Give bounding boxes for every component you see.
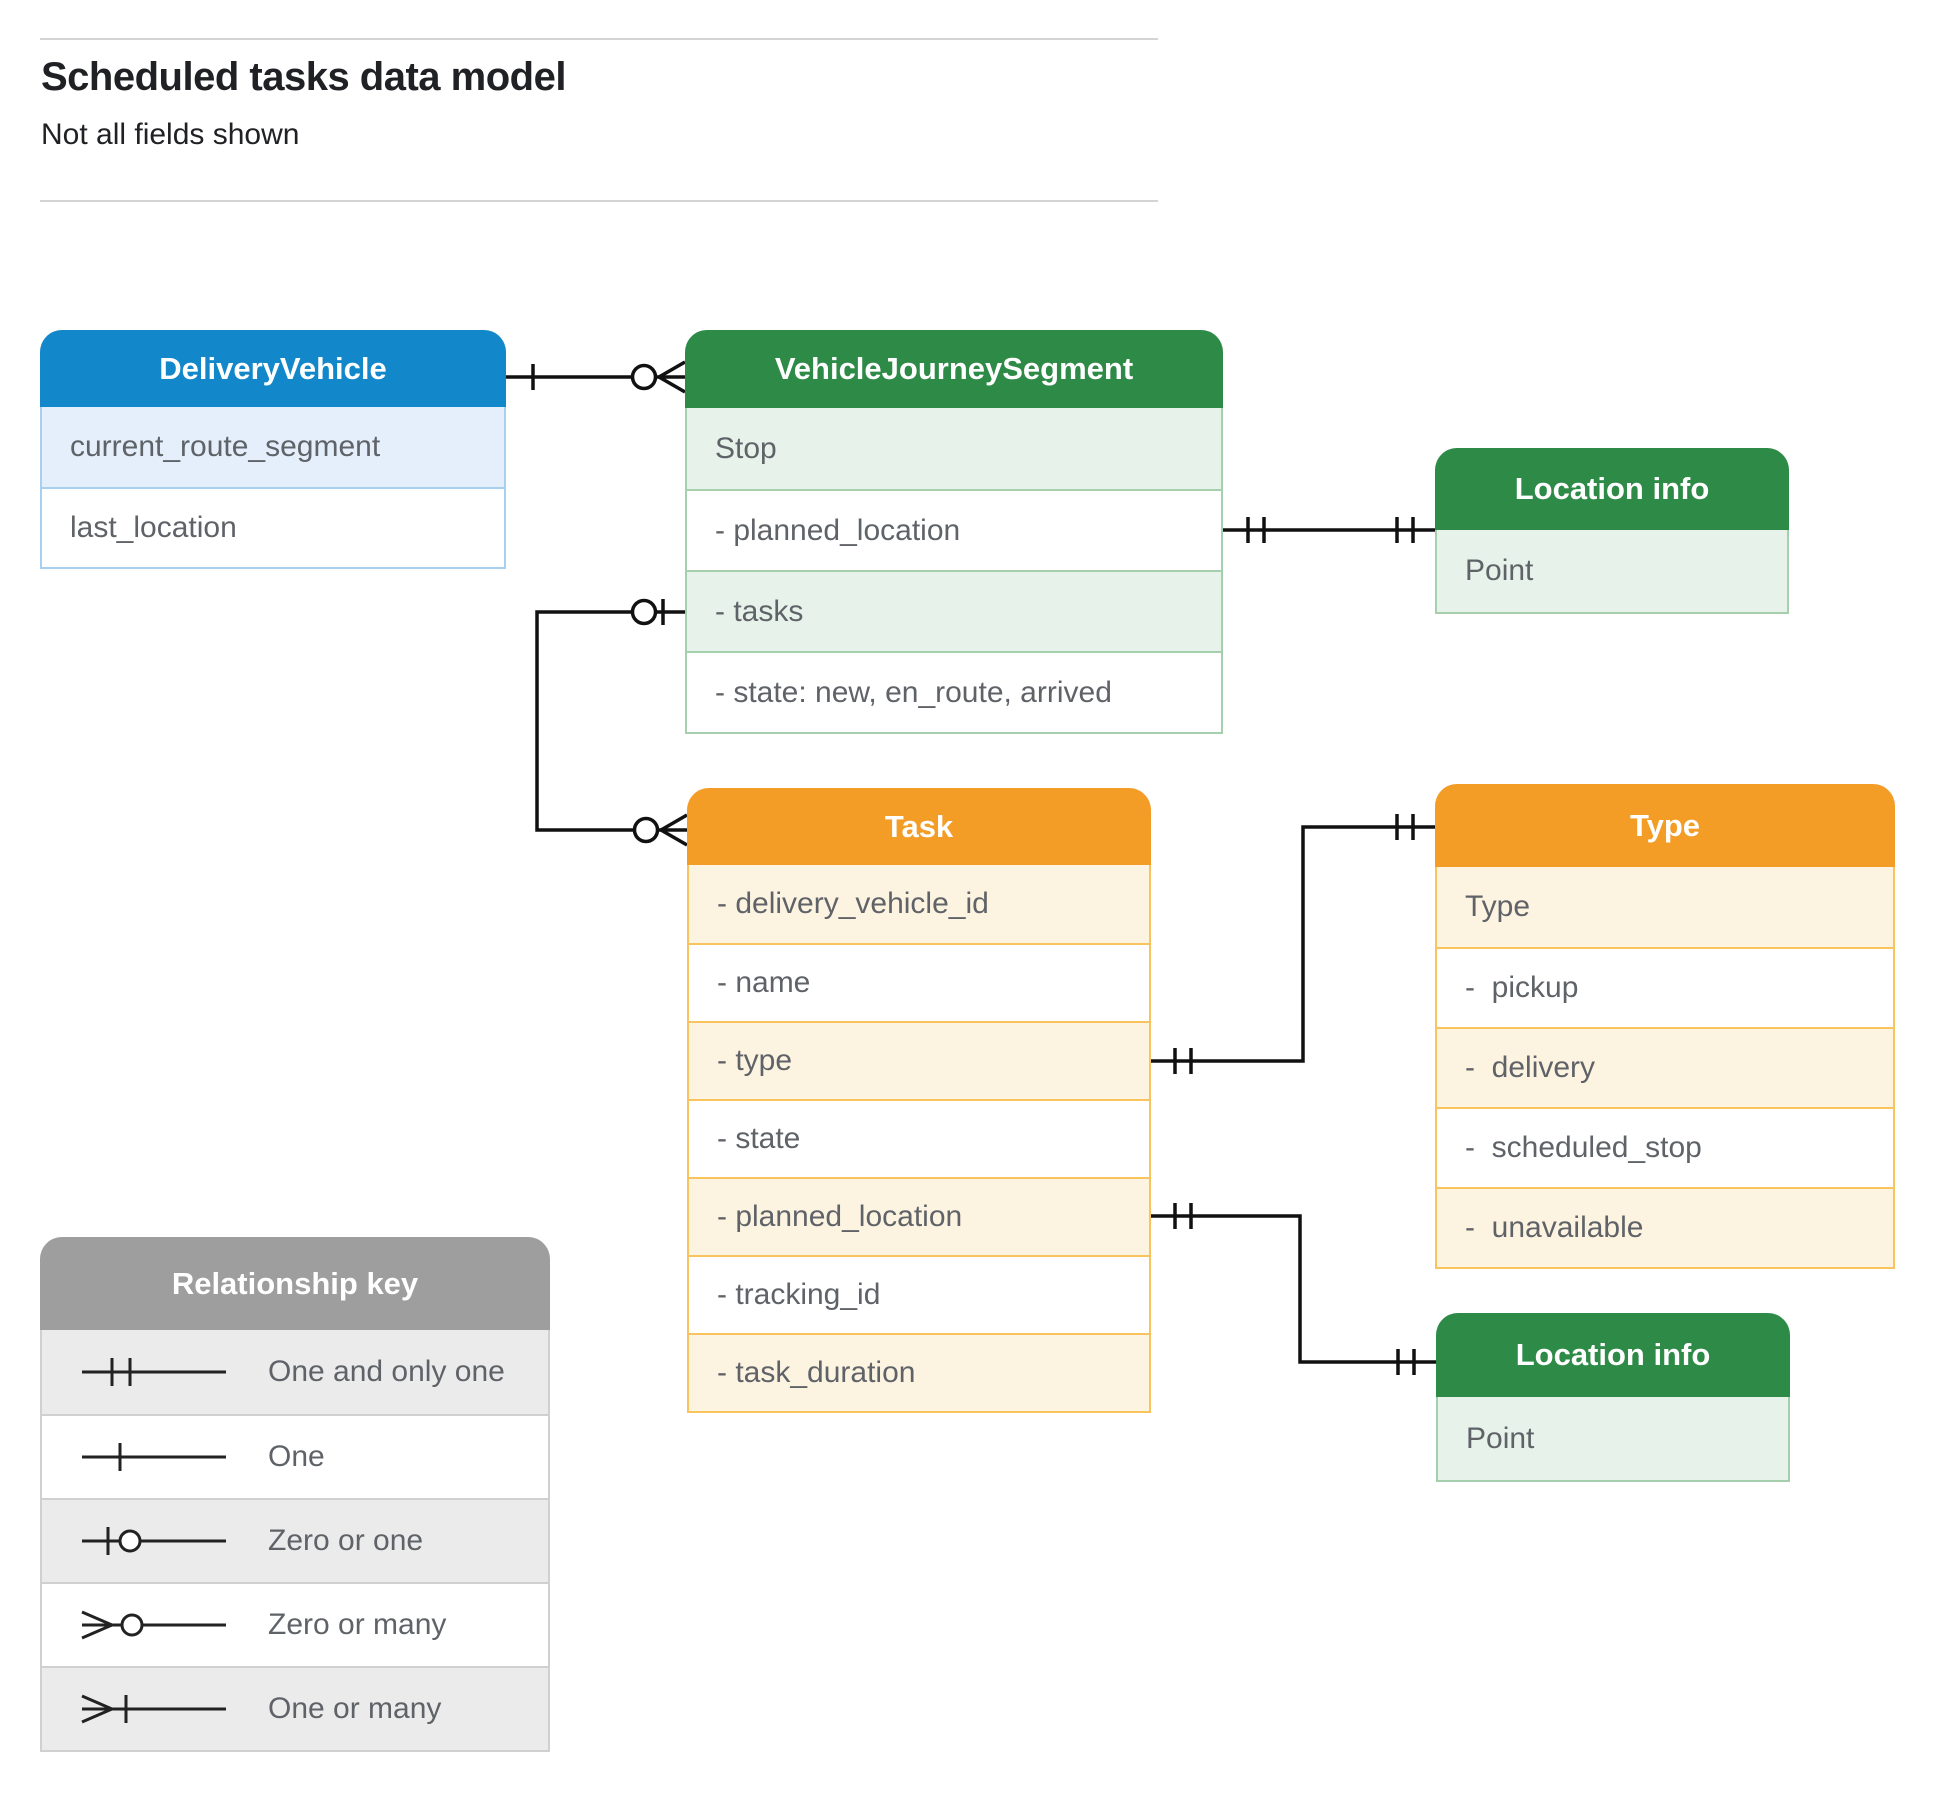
entity-field-row: - planned_location	[687, 489, 1221, 570]
entity-field-row: Point	[1437, 530, 1787, 612]
page-subtitle: Not all fields shown	[41, 118, 300, 151]
field-label: - state: new, en_route, arrived	[715, 675, 1112, 709]
entity-field-row: - task_duration	[689, 1333, 1149, 1411]
field-label: - type	[717, 1044, 793, 1077]
legend-item-one-or-many: One or many	[42, 1666, 548, 1750]
legend-item-zero-or-one: Zero or one	[42, 1498, 548, 1582]
entity-field-row: - scheduled_stop	[1437, 1107, 1893, 1187]
field-label: - pickup	[1465, 971, 1579, 1004]
entity-field-row: current_route_segment	[42, 407, 504, 487]
field-label: - tracking_id	[717, 1278, 881, 1311]
legend-item-one-and-only-one: One and only one	[42, 1330, 548, 1414]
entity-field-row: - tasks	[687, 570, 1221, 651]
entity-title: Location info	[1436, 1313, 1790, 1397]
entity-field-row: - state: new, en_route, arrived	[687, 651, 1221, 732]
page-title: Scheduled tasks data model	[41, 55, 566, 99]
field-label: - planned_location	[715, 513, 961, 547]
entity-field-row: - state	[689, 1099, 1149, 1177]
entity-field-row: - name	[689, 943, 1149, 1021]
entity-field-row: - planned_location	[689, 1177, 1149, 1255]
connector-tasks-task	[535, 598, 688, 847]
entity-field-row: - delivery	[1437, 1027, 1893, 1107]
one-or-many-symbol	[81, 1694, 226, 1724]
one-and-only-one-symbol	[82, 1358, 226, 1386]
entity-field-row: Point	[1438, 1397, 1788, 1480]
connector-plannedlocation-locationinfo-bottom	[1151, 1203, 1436, 1375]
legend-item-zero-or-many: Zero or many	[42, 1582, 548, 1666]
field-label: Point	[1465, 554, 1534, 587]
field-label: - unavailable	[1465, 1211, 1644, 1244]
connector-type-type	[1151, 814, 1435, 1074]
entity-field-row: - tracking_id	[689, 1255, 1149, 1333]
field-label: Stop	[715, 431, 777, 465]
field-label: - name	[717, 966, 811, 999]
entity-field-row: Stop	[687, 408, 1221, 489]
entity-title: Task	[687, 788, 1151, 865]
field-label: - state	[717, 1122, 801, 1155]
entity-field-row: - pickup	[1437, 947, 1893, 1027]
top-divider	[40, 38, 1158, 40]
entity-title: Type	[1435, 784, 1895, 867]
entity-field-row: - unavailable	[1437, 1187, 1893, 1267]
legend-item-label: Zero or many	[268, 1608, 447, 1641]
legend-title: Relationship key	[40, 1237, 550, 1330]
field-label: - task_duration	[717, 1356, 916, 1389]
one-symbol	[82, 1443, 226, 1471]
legend-item-label: One or many	[268, 1692, 442, 1725]
entity-task: Task - delivery_vehicle_id - name - type - s…	[687, 788, 1151, 1413]
connector-deliveryvehicle-vehiclejourneysegment	[506, 360, 686, 394]
entity-field-row: Type	[1437, 867, 1893, 947]
field-label: - delivery_vehicle_id	[717, 887, 989, 920]
field-label: - tasks	[715, 594, 804, 628]
legend-item-label: One and only one	[268, 1355, 505, 1388]
entity-field-row: - type	[689, 1021, 1149, 1099]
legend-item-one: One	[42, 1414, 548, 1498]
entity-field-row: last_location	[42, 487, 504, 567]
entity-field-row: - delivery_vehicle_id	[689, 865, 1149, 943]
entity-title: DeliveryVehicle	[40, 330, 506, 407]
entity-title: VehicleJourneySegment	[685, 330, 1223, 408]
field-label: - delivery	[1465, 1051, 1596, 1084]
field-label: - planned_location	[717, 1200, 963, 1233]
legend-item-label: Zero or one	[268, 1524, 424, 1557]
connector-plannedlocation-locationinfo-top	[1223, 517, 1435, 543]
field-label: Type	[1465, 890, 1531, 923]
field-label: current_route_segment	[70, 430, 381, 463]
field-label: - scheduled_stop	[1465, 1131, 1702, 1164]
zero-or-one-symbol	[82, 1527, 226, 1555]
field-label: last_location	[70, 511, 237, 544]
field-label: Point	[1466, 1421, 1535, 1455]
title-divider	[40, 200, 1158, 202]
entity-title: Location info	[1435, 448, 1789, 530]
zero-or-many-symbol	[81, 1610, 226, 1640]
legend-item-label: One	[268, 1440, 325, 1473]
